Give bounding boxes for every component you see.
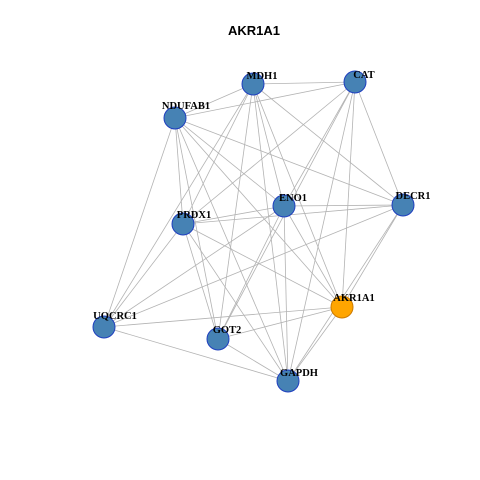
edge-eno1-got2 bbox=[217, 205, 285, 340]
node-prdx1 bbox=[171, 212, 195, 236]
edge-ndufab1-prdx1 bbox=[174, 117, 184, 225]
edge-akr1a1-uqcrc1 bbox=[103, 306, 343, 328]
edge-mdh1-decr1 bbox=[252, 83, 404, 206]
node-gapdh bbox=[276, 369, 300, 393]
edge-ndufab1-got2 bbox=[174, 117, 219, 340]
edge-ndufab1-uqcrc1 bbox=[103, 117, 176, 328]
node-cat bbox=[343, 70, 367, 94]
node-label-decr1: DECR1 bbox=[395, 191, 430, 202]
node-uqcrc1 bbox=[92, 315, 116, 339]
node-label-akr1a1: AKR1A1 bbox=[333, 293, 374, 304]
edge-decr1-prdx1 bbox=[182, 204, 404, 225]
edge-cat-akr1a1 bbox=[341, 81, 356, 308]
edge-cat-ndufab1 bbox=[174, 81, 356, 119]
node-label-prdx1: PRDX1 bbox=[177, 210, 211, 221]
edge-mdh1-akr1a1 bbox=[252, 83, 343, 308]
edge-eno1-prdx1 bbox=[182, 205, 285, 225]
edge-cat-eno1 bbox=[283, 81, 356, 207]
edge-eno1-uqcrc1 bbox=[103, 205, 285, 328]
node-akr1a1 bbox=[330, 295, 354, 319]
node-label-ndufab1: NDUFAB1 bbox=[162, 101, 210, 112]
edge-uqcrc1-gapdh bbox=[103, 326, 289, 382]
edge-layer bbox=[103, 81, 404, 382]
edge-decr1-akr1a1 bbox=[341, 204, 404, 308]
edge-prdx1-got2 bbox=[182, 223, 219, 340]
edge-ndufab1-akr1a1 bbox=[174, 117, 343, 308]
edge-cat-decr1 bbox=[354, 81, 404, 206]
node-label-mdh1: MDH1 bbox=[247, 71, 278, 82]
node-label-got2: GOT2 bbox=[213, 325, 242, 336]
edge-eno1-gapdh bbox=[283, 205, 289, 382]
node-got2 bbox=[206, 327, 230, 351]
edge-decr1-uqcrc1 bbox=[103, 204, 404, 328]
edge-akr1a1-gapdh bbox=[287, 306, 343, 382]
edge-got2-gapdh bbox=[217, 338, 289, 382]
edge-prdx1-uqcrc1 bbox=[103, 223, 184, 328]
edge-mdh1-ndufab1 bbox=[174, 83, 254, 119]
edge-mdh1-uqcrc1 bbox=[103, 83, 254, 328]
edge-ndufab1-decr1 bbox=[174, 117, 404, 206]
edge-eno1-decr1 bbox=[283, 204, 404, 207]
edge-ndufab1-eno1 bbox=[174, 117, 285, 207]
edge-mdh1-cat bbox=[252, 81, 356, 85]
node-mdh1 bbox=[241, 72, 265, 96]
edge-cat-prdx1 bbox=[182, 81, 356, 225]
edge-akr1a1-got2 bbox=[217, 306, 343, 340]
node-layer bbox=[92, 70, 415, 393]
edge-mdh1-got2 bbox=[217, 83, 254, 340]
edge-mdh1-prdx1 bbox=[182, 83, 254, 225]
edge-cat-gapdh bbox=[287, 81, 356, 382]
node-label-eno1: ENO1 bbox=[279, 193, 307, 204]
node-decr1 bbox=[391, 193, 415, 217]
node-label-cat: CAT bbox=[353, 70, 374, 81]
node-eno1 bbox=[272, 194, 296, 218]
diagram-title: AKR1A1 bbox=[228, 23, 280, 38]
node-label-gapdh: GAPDH bbox=[280, 368, 318, 379]
edge-mdh1-eno1 bbox=[252, 83, 285, 207]
node-label-uqcrc1: UQCRC1 bbox=[93, 311, 137, 322]
edge-prdx1-gapdh bbox=[182, 223, 289, 382]
edge-decr1-gapdh bbox=[287, 204, 404, 382]
node-ndufab1 bbox=[163, 106, 187, 130]
edge-eno1-akr1a1 bbox=[283, 205, 343, 308]
edge-prdx1-akr1a1 bbox=[182, 223, 343, 308]
